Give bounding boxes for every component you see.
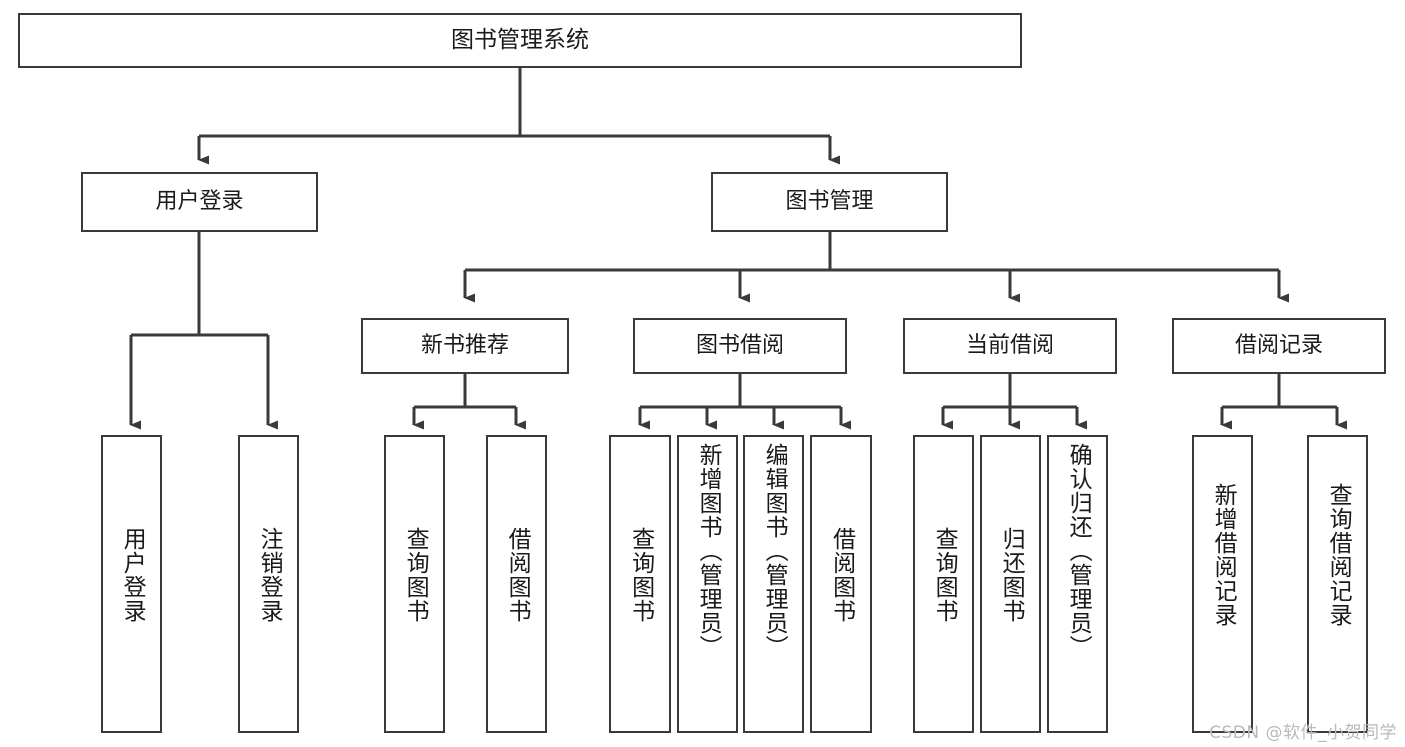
node-book-manage[interactable]: 图书管理 (711, 172, 948, 232)
node-leaf-edit-book[interactable]: 编辑图书（管理员） (743, 435, 804, 733)
node-new-book-rec-label: 新书推荐 (420, 332, 509, 358)
node-book-manage-label: 图书管理 (785, 188, 874, 214)
node-leaf-add-record[interactable]: 新增借阅记录 (1192, 435, 1253, 733)
node-new-book-rec[interactable]: 新书推荐 (361, 318, 569, 374)
node-leaf-confirm-return-label: 确认归还（管理员） (1065, 443, 1092, 659)
node-leaf-query-book-2[interactable]: 查询图书 (609, 435, 671, 733)
node-leaf-query-book-3[interactable]: 查询图书 (913, 435, 974, 733)
node-leaf-borrow-book-2-label: 借阅图书 (828, 527, 855, 623)
node-leaf-user-logout-label: 注销登录 (256, 527, 283, 623)
node-root[interactable]: 图书管理系统 (18, 13, 1022, 68)
node-borrow-record[interactable]: 借阅记录 (1172, 318, 1386, 374)
node-leaf-borrow-book-1[interactable]: 借阅图书 (486, 435, 547, 733)
node-root-label: 图书管理系统 (451, 26, 589, 53)
node-leaf-user-login-label: 用户登录 (119, 527, 146, 623)
node-leaf-query-record[interactable]: 查询借阅记录 (1307, 435, 1368, 733)
node-borrow-record-label: 借阅记录 (1234, 332, 1323, 358)
node-leaf-add-record-label: 新增借阅记录 (1210, 483, 1237, 627)
node-leaf-add-book-label: 新增图书（管理员） (695, 443, 722, 659)
watermark-text: CSDN @软件_小贺同学 (1209, 723, 1397, 743)
node-current-borrow[interactable]: 当前借阅 (903, 318, 1117, 374)
node-leaf-query-record-label: 查询借阅记录 (1325, 483, 1352, 627)
node-user-login-label: 用户登录 (155, 188, 244, 214)
node-leaf-query-book-3-label: 查询图书 (931, 527, 958, 623)
node-leaf-query-book-1[interactable]: 查询图书 (384, 435, 445, 733)
node-leaf-query-book-1-label: 查询图书 (402, 527, 429, 623)
node-leaf-borrow-book-1-label: 借阅图书 (504, 527, 531, 623)
node-leaf-user-login[interactable]: 用户登录 (101, 435, 162, 733)
node-leaf-confirm-return[interactable]: 确认归还（管理员） (1047, 435, 1108, 733)
node-leaf-return-book[interactable]: 归还图书 (980, 435, 1041, 733)
node-leaf-query-book-2-label: 查询图书 (627, 527, 654, 623)
node-book-borrow[interactable]: 图书借阅 (633, 318, 847, 374)
node-book-borrow-label: 图书借阅 (695, 332, 784, 358)
node-user-login[interactable]: 用户登录 (81, 172, 318, 232)
node-leaf-return-book-label: 归还图书 (998, 527, 1025, 623)
node-leaf-user-logout[interactable]: 注销登录 (238, 435, 299, 733)
node-leaf-add-book[interactable]: 新增图书（管理员） (677, 435, 738, 733)
node-current-borrow-label: 当前借阅 (965, 332, 1054, 358)
node-leaf-edit-book-label: 编辑图书（管理员） (761, 443, 788, 659)
node-leaf-borrow-book-2[interactable]: 借阅图书 (810, 435, 872, 733)
